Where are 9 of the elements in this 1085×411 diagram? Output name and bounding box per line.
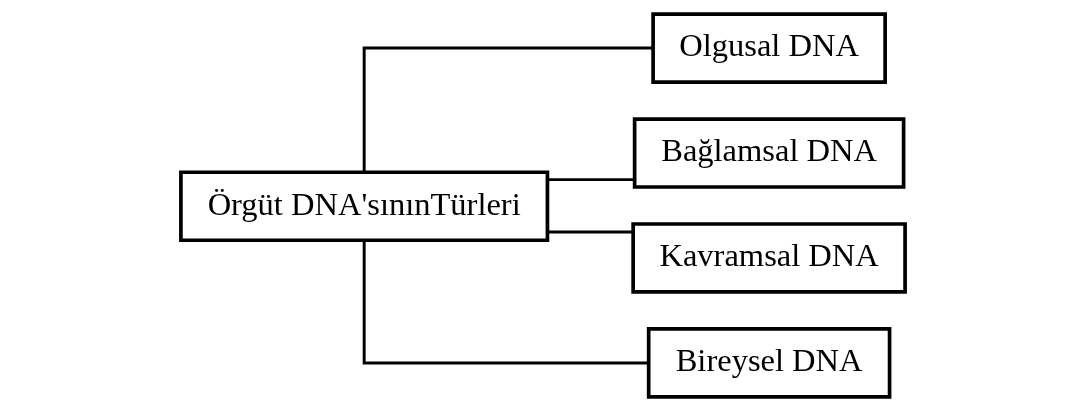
- node-box: Bireysel DNA: [646, 327, 891, 399]
- connector: [547, 178, 634, 182]
- connector: [362, 46, 653, 172]
- connector: [362, 240, 648, 365]
- node-box: Örgüt DNA'sınınTürleri: [178, 170, 549, 243]
- node-box: Olgusal DNA: [650, 12, 887, 84]
- node-box: Bağlamsal DNA: [632, 117, 905, 189]
- connector: [547, 230, 633, 234]
- node-box: Kavramsal DNA: [630, 222, 907, 294]
